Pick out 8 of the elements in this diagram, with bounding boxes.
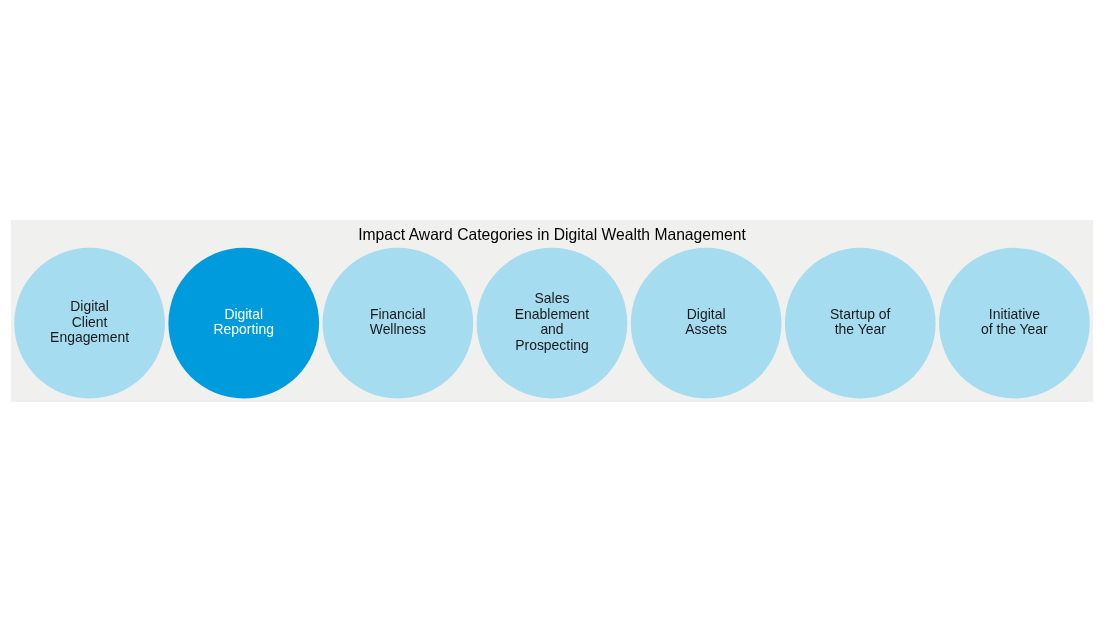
node-circle: Startup of the Year [784, 247, 936, 398]
node-circle: Initiative of the Year [939, 247, 1090, 398]
node-circle: Digital Client Engagement [14, 247, 165, 398]
node-circle: Digital Assets [630, 247, 782, 398]
node-circle: Sales Enablement and Prospecting [476, 247, 628, 398]
diagram-title: Impact Award Categories in Digital Wealth Management [358, 225, 746, 243]
node-circle: Digital Reporting [168, 247, 320, 398]
node-circle: Financial Wellness [322, 247, 474, 398]
